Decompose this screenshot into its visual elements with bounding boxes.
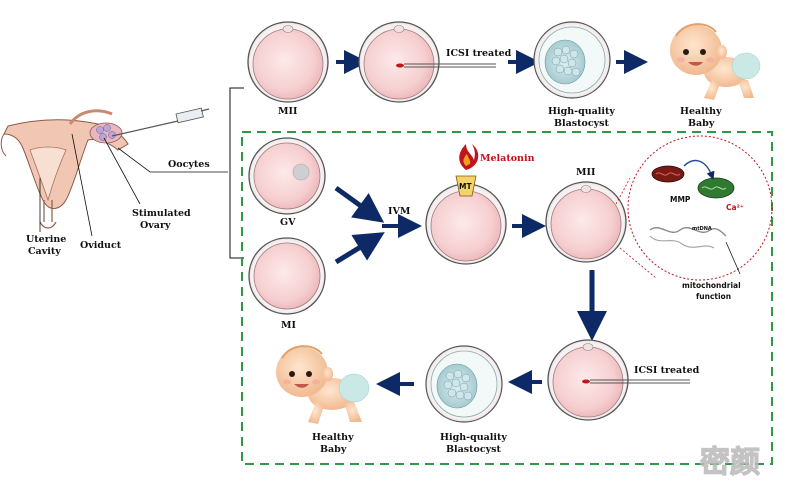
oviduct-pointer <box>71 133 93 237</box>
mii-mid-label: MII <box>576 167 596 178</box>
retrieval-needle <box>111 107 210 137</box>
melatonin-label: Melatonin <box>480 153 535 164</box>
hq-top-label-1: High-quality <box>548 106 615 117</box>
mtdna-label: mtDNA <box>692 226 712 232</box>
mi-oocyte <box>248 237 326 315</box>
branch-bracket <box>229 87 244 259</box>
baby-bottom-label-1: Healthy <box>312 432 354 443</box>
blastocyst-bottom <box>425 345 503 423</box>
mmp-label: MMP <box>670 195 691 204</box>
ivm-oocyte <box>425 183 507 265</box>
icsi-oocyte-top <box>358 21 496 103</box>
mii-oocyte-top <box>247 21 329 103</box>
ovary-label-2: Ovary <box>140 220 171 231</box>
hq-top-label-2: Blastocyst <box>554 118 610 129</box>
mitochondria-zoom <box>627 135 773 281</box>
mii-oocyte-mid <box>545 181 627 263</box>
baby-illustration-bottom <box>276 345 370 424</box>
baby-top-label-2: Baby <box>688 118 715 129</box>
ca-label: Ca²⁺ <box>726 203 744 212</box>
flame-icon <box>459 144 479 170</box>
oocytes-pointer <box>117 147 228 173</box>
ovary-pointer <box>103 137 141 205</box>
uterine-label-2: Cavity <box>28 246 61 257</box>
icsi-oocyte-bottom <box>547 339 690 421</box>
mito-label-2: function <box>696 292 731 301</box>
oviduct-label: Oviduct <box>80 240 122 251</box>
mi-label: MI <box>281 320 297 331</box>
icsi-bottom-label: ICSI treated <box>634 365 700 376</box>
gv-oocyte <box>248 137 326 215</box>
watermark: 密颜 <box>700 445 760 480</box>
icsi-top-label: ICSI treated <box>446 48 512 59</box>
hq-bottom-label-2: Blastocyst <box>446 444 502 455</box>
mii-top-label: MII <box>278 106 298 117</box>
arrow-mi-ivm <box>334 232 385 265</box>
baby-bottom-label-2: Baby <box>320 444 347 455</box>
zoom-line-lower <box>619 247 657 279</box>
hq-bottom-label-1: High-quality <box>440 432 507 443</box>
mito-label-1: mitochondrial <box>682 281 741 290</box>
baby-illustration-top <box>670 23 761 100</box>
oocytes-label: Oocytes <box>168 159 210 170</box>
uterus-illustration <box>0 109 129 229</box>
stimulated-label-1: Stimulated <box>132 208 191 219</box>
uterine-label-1: Uterine <box>26 234 66 245</box>
blastocyst-top <box>533 21 611 99</box>
gv-label: GV <box>280 217 296 228</box>
baby-top-label-1: Healthy <box>680 106 722 117</box>
melatonin-dropper: MT <box>455 175 477 197</box>
arrow-gv-ivm <box>334 185 385 223</box>
mt-label: MT <box>459 182 472 191</box>
zoom-line-upper <box>615 177 631 205</box>
ivm-label: IVM <box>388 206 411 217</box>
ivm-dashed-box <box>241 131 773 465</box>
